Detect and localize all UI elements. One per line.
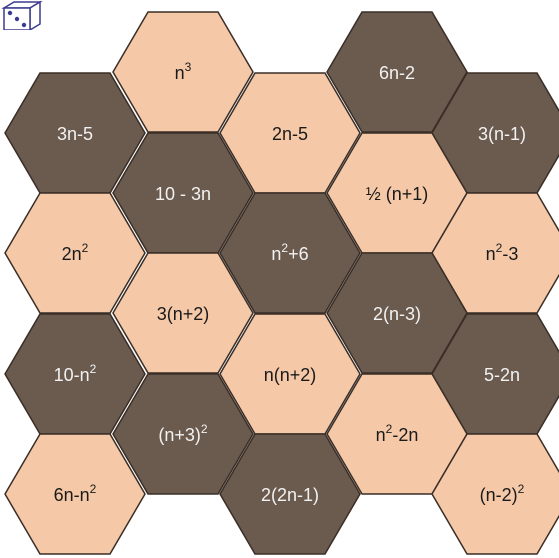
hex-label-base: n	[486, 244, 496, 264]
hex-label: 3n-5	[57, 124, 93, 144]
hex-label: 3(n-1)	[478, 124, 526, 144]
hex-label-base: 2n-5	[272, 124, 308, 144]
hex-label: ½ (n+1)	[366, 184, 429, 204]
hex-label-base: 5-2n	[484, 365, 520, 385]
hex-tile[interactable]: 2(n-3)	[326, 252, 468, 374]
hex-shape	[4, 433, 146, 555]
hex-label-base: 3(n+2)	[157, 304, 210, 324]
hex-label: n(n+2)	[264, 365, 317, 385]
hex-shape	[112, 11, 254, 133]
hex-shape	[112, 373, 254, 495]
hex-label-exponent: 3	[185, 60, 192, 74]
hex-label-base: 6n-2	[379, 63, 415, 83]
hex-label-exponent: 2	[90, 482, 97, 496]
hex-label: n2-3	[486, 241, 519, 264]
hex-shape	[112, 252, 254, 374]
hex-label: (n-2)2	[480, 482, 525, 505]
hex-label-base: 10-n	[54, 365, 90, 385]
hex-shape	[326, 252, 468, 374]
hex-tile[interactable]: 2n2	[4, 192, 146, 314]
hex-tile[interactable]: 6n-n2	[4, 433, 146, 555]
dice-icon	[1, 0, 43, 30]
hex-shape	[219, 433, 361, 555]
hex-label-exponent: 2	[281, 241, 288, 255]
hex-label-exponent: 2	[90, 362, 97, 376]
hex-tile[interactable]: n2+6	[219, 192, 361, 314]
hex-tile[interactable]: 3(n-1)	[431, 72, 559, 194]
hex-tile[interactable]: 2n-5	[219, 72, 361, 194]
hex-label: n2+6	[271, 241, 308, 264]
hex-shape	[326, 11, 468, 133]
hex-label: 10-n2	[54, 362, 97, 385]
hex-tile[interactable]: 10 - 3n	[112, 132, 254, 254]
hex-tile[interactable]: 10-n2	[4, 313, 146, 435]
hex-label-exponent: 2	[386, 422, 393, 436]
hex-label: 6n-2	[379, 63, 415, 83]
hex-shape	[431, 433, 559, 555]
hex-label: 2(n-3)	[373, 304, 421, 324]
hex-label-suffix: -3	[502, 244, 518, 264]
hex-label: (n+3)2	[158, 422, 208, 445]
hex-label: 2n2	[62, 241, 89, 264]
hex-label-base: 2(n-3)	[373, 304, 421, 324]
hex-label-base: n	[271, 244, 281, 264]
hex-tile[interactable]: 5-2n	[431, 313, 559, 435]
hex-tile[interactable]: n3	[112, 11, 254, 133]
hex-label-base: (n+3)	[158, 425, 201, 445]
hex-label: 3(n+2)	[157, 304, 210, 324]
hex-label-base: 6n-n	[54, 485, 90, 505]
hex-label-exponent: 2	[82, 241, 89, 255]
hex-label-base: ½ (n+1)	[366, 184, 429, 204]
hex-label-base: 3n-5	[57, 124, 93, 144]
hex-tile[interactable]: (n-2)2	[431, 433, 559, 555]
hex-tile[interactable]: 3(n+2)	[112, 252, 254, 374]
hex-label-base: n	[376, 425, 386, 445]
hex-label-base: 3(n-1)	[478, 124, 526, 144]
hex-label: 5-2n	[484, 365, 520, 385]
hex-label: 2(2n-1)	[261, 485, 319, 505]
hex-label-suffix: -2n	[392, 425, 418, 445]
hex-tile[interactable]: (n+3)2	[112, 373, 254, 495]
hex-label-exponent: 2	[518, 482, 525, 496]
hex-label: 10 - 3n	[155, 184, 211, 204]
hex-label-base: 10 - 3n	[155, 184, 211, 204]
hex-label-base: n	[175, 63, 185, 83]
hex-label: 6n-n2	[54, 482, 97, 505]
hex-label-base: 2n	[62, 244, 82, 264]
hex-label-base: (n-2)	[480, 485, 518, 505]
hex-label: n2-2n	[376, 422, 419, 445]
hex-tile[interactable]: 6n-2	[326, 11, 468, 133]
hex-label-exponent: 2	[201, 422, 208, 436]
hex-tile[interactable]: 2(2n-1)	[219, 433, 361, 555]
hex-label-exponent: 2	[496, 241, 503, 255]
hex-label-suffix: +6	[288, 244, 309, 264]
hex-label: n3	[175, 60, 192, 83]
hex-label-base: n(n+2)	[264, 365, 317, 385]
hex-shape	[4, 192, 146, 314]
hex-shape	[219, 192, 361, 314]
hex-label-base: 2(2n-1)	[261, 485, 319, 505]
hex-label: 2n-5	[272, 124, 308, 144]
